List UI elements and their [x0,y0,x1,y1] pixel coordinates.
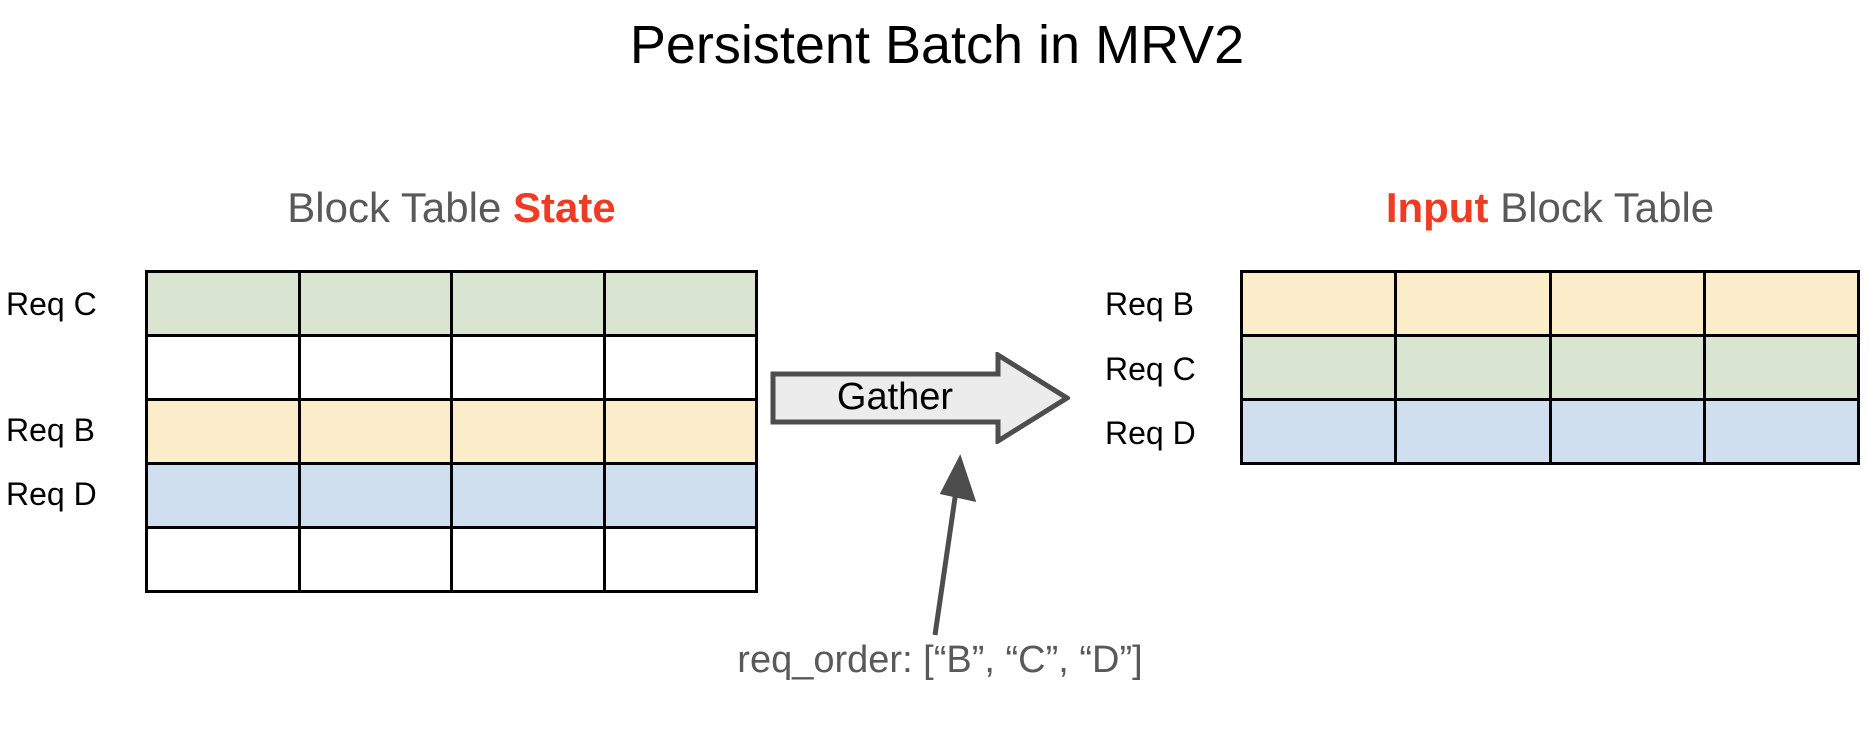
left-heading-prefix: Block Table [287,184,513,231]
right-heading-suffix: Block Table [1488,184,1715,231]
table-row [145,270,758,337]
left-heading-accent: State [513,184,616,231]
table-row [145,526,758,593]
table-cell [145,270,301,337]
right-panel-heading: Input Block Table [1240,184,1860,231]
table-cell [1239,334,1398,401]
req-order-caption: req_order: [“B”, “C”, “D”] [737,639,1143,681]
page-title: Persistent Batch in MRV2 [629,15,1245,75]
table-cell [1702,398,1861,465]
table-cell [602,526,758,593]
state-row-label-req-d: Req D [6,476,97,512]
table-cell [450,334,606,401]
table-cell [450,462,606,529]
gather-arrow-shape [770,352,1070,444]
table-row [145,334,758,401]
table-cell [450,526,606,593]
table-row [145,398,758,465]
gather-arrow-icon [770,352,1070,444]
table-cell [297,462,453,529]
table-cell [297,334,453,401]
pointer-shaft [932,483,960,636]
table-cell [1239,398,1398,465]
table-cell [1548,270,1706,337]
table-cell [1702,334,1861,401]
table-cell [145,334,301,401]
pointer-head [939,454,977,503]
input-block-table [1239,270,1861,465]
table-cell [145,462,301,529]
table-cell [1394,398,1552,465]
table-cell [297,270,453,337]
table-cell [602,398,758,465]
table-cell [1702,270,1861,337]
right-heading-accent: Input [1385,184,1489,231]
req-order-pointer-arrow-icon [932,454,977,636]
left-panel-heading: Block Table State [145,184,758,231]
table-cell [1394,270,1552,337]
table-cell [1548,334,1706,401]
state-row-label-req-c: Req C [6,286,97,322]
input-row-label-req-c: Req C [1105,351,1196,387]
table-cell [602,334,758,401]
table-cell [1548,398,1706,465]
table-row [1239,334,1861,401]
table-cell [297,398,453,465]
input-row-label-req-b: Req B [1105,286,1194,322]
table-cell [1239,270,1398,337]
input-row-label-req-d: Req D [1105,415,1196,451]
state-row-label-req-b: Req B [6,412,95,448]
table-cell [602,462,758,529]
table-cell [145,526,301,593]
table-cell [297,526,453,593]
table-cell [602,270,758,337]
table-cell [450,398,606,465]
table-row [1239,270,1861,337]
table-cell [1394,334,1552,401]
table-row [145,462,758,529]
block-table-state [145,270,758,593]
table-cell [450,270,606,337]
table-cell [145,398,301,465]
table-row [1239,398,1861,465]
